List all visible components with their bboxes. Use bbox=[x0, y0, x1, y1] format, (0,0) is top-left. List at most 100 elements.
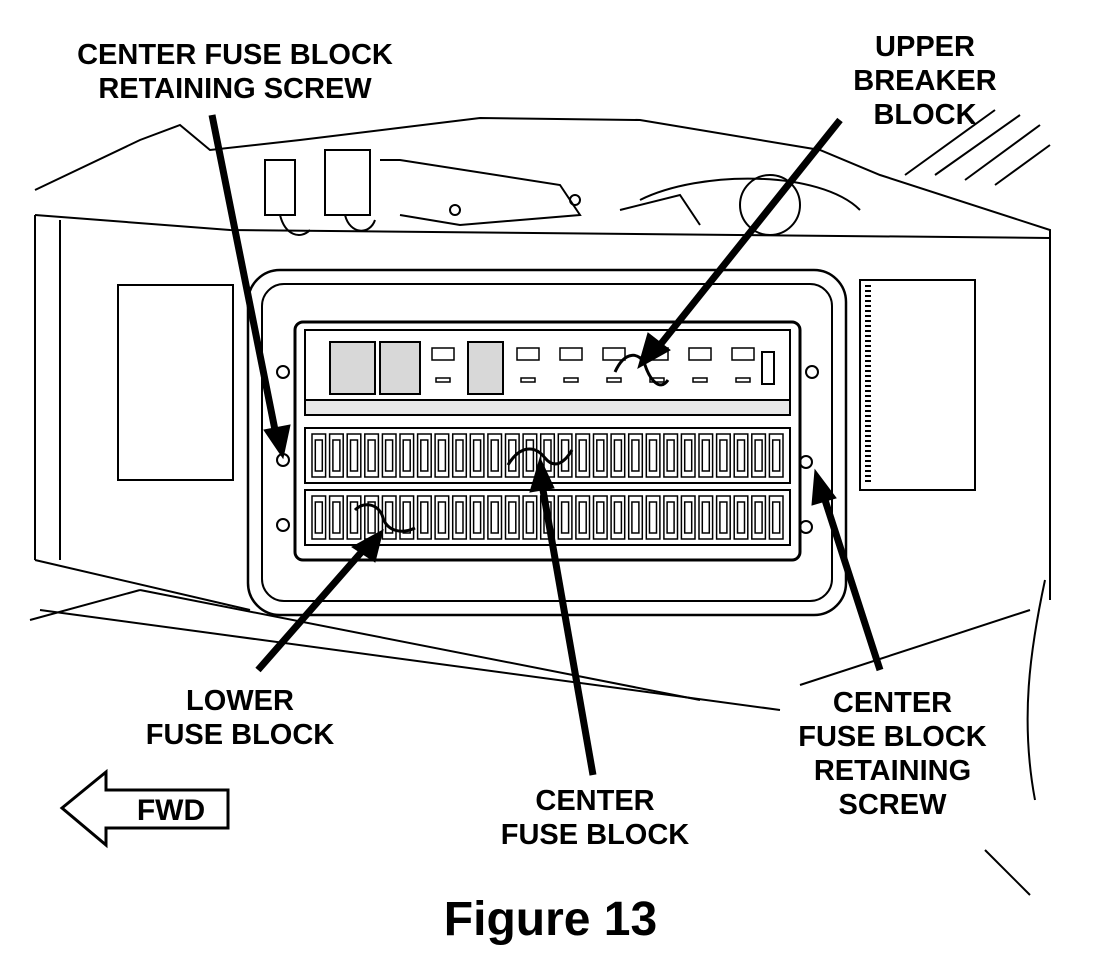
leader-lower-fuse bbox=[255, 545, 368, 673]
callout-line: UPPER bbox=[875, 31, 975, 63]
center-fuse-slot bbox=[522, 433, 538, 478]
center-fuse-slot-terminal bbox=[683, 439, 693, 472]
center-fuse-slot bbox=[381, 433, 397, 478]
lower-fuse-slot-terminal bbox=[701, 501, 711, 534]
screw-icon bbox=[276, 518, 290, 532]
leader-center-screw-right bbox=[821, 498, 884, 672]
callout-line: SCREW bbox=[838, 789, 947, 821]
lower-fuse-slot-terminal bbox=[332, 501, 341, 534]
callout-center-screw-right: CENTER FUSE BLOCK RETAINING SCREW bbox=[780, 686, 1005, 822]
lower-fuse-slot bbox=[557, 495, 573, 540]
callout-line: CENTER bbox=[535, 785, 655, 817]
center-fuse-slot-terminal bbox=[754, 439, 763, 472]
callout-line: BLOCK bbox=[873, 99, 977, 131]
callout-line: CENTER bbox=[832, 687, 953, 719]
lower-fuse-slot-terminal bbox=[367, 501, 376, 534]
center-fuse-block bbox=[304, 427, 791, 484]
lower-fuse-slot bbox=[346, 495, 362, 540]
callout-line: FUSE BLOCK bbox=[500, 819, 690, 851]
center-fuse-slot bbox=[575, 433, 591, 478]
center-fuse-slot-terminal bbox=[736, 439, 746, 472]
leader-center-screw-left bbox=[208, 114, 280, 436]
lower-fuse-slot bbox=[592, 495, 608, 540]
lower-fuse-slot bbox=[311, 495, 327, 540]
center-fuse-slot-terminal bbox=[490, 439, 499, 472]
center-fuse-slot-terminal bbox=[332, 439, 341, 472]
center-fuse-slot bbox=[469, 433, 485, 478]
callout-center-fuse-block: CENTER FUSE BLOCK bbox=[480, 784, 710, 852]
dash-panel-housing bbox=[29, 109, 1051, 896]
lower-fuse-slot bbox=[328, 495, 344, 540]
lower-fuse-slot-terminal bbox=[402, 501, 411, 534]
center-fuse-slot-terminal bbox=[701, 439, 711, 472]
center-fuse-slot-terminal bbox=[525, 439, 535, 472]
screw-icon bbox=[799, 455, 813, 469]
center-fuse-slot bbox=[592, 433, 608, 478]
lower-fuse-slot bbox=[575, 495, 591, 540]
lower-fuse-slot-terminal bbox=[314, 501, 324, 534]
center-fuse-slot-terminal bbox=[437, 439, 447, 472]
lower-fuse-slot-terminal bbox=[455, 501, 464, 534]
center-fuse-slot-terminal bbox=[648, 439, 658, 472]
callout-line: CENTER FUSE BLOCK bbox=[77, 39, 393, 71]
figure-caption: Figure 13 bbox=[443, 893, 658, 946]
center-fuse-slot-terminal bbox=[455, 439, 464, 472]
lower-fuse-slot-terminal bbox=[349, 501, 359, 534]
center-fuse-slot-terminal bbox=[384, 439, 394, 472]
callout-line: FUSE BLOCK bbox=[145, 719, 335, 751]
center-fuse-slot bbox=[364, 433, 380, 478]
arrowhead-icon bbox=[263, 424, 291, 460]
lower-fuse-slot-terminal bbox=[560, 501, 570, 534]
callout-line: RETAINING bbox=[813, 755, 972, 787]
lower-fuse-slot bbox=[504, 495, 520, 540]
center-fuse-slot-terminal bbox=[631, 439, 640, 472]
center-fuse-slot bbox=[733, 433, 749, 478]
center-fuse-slot-terminal bbox=[613, 439, 623, 472]
lower-fuse-slot bbox=[451, 495, 468, 540]
center-fuse-slot bbox=[311, 433, 327, 478]
center-fuse-slot bbox=[751, 433, 767, 478]
upper-breaker-block bbox=[304, 329, 791, 416]
lower-fuse-slot bbox=[751, 495, 767, 540]
lower-fuse-slot bbox=[487, 495, 503, 540]
arrowhead-icon bbox=[637, 332, 671, 370]
lower-fuse-slot-terminal bbox=[508, 501, 517, 534]
center-fuse-slot-terminal bbox=[367, 439, 376, 472]
lower-fuse-slot-terminal bbox=[437, 501, 447, 534]
center-fuse-slot bbox=[346, 433, 362, 478]
center-fuse-slot bbox=[627, 433, 644, 478]
lower-fuse-slot bbox=[733, 495, 749, 540]
breaker-wave-mark bbox=[613, 353, 670, 387]
leader-upper-breaker bbox=[657, 117, 843, 348]
lower-fuse-slot bbox=[680, 495, 696, 540]
center-fuse-slot bbox=[416, 433, 432, 478]
center-fuse-slot-terminal bbox=[771, 439, 781, 472]
callout-line: LOWER bbox=[186, 685, 294, 717]
leader-center-fuse bbox=[539, 489, 597, 776]
center-fuse-slot bbox=[645, 433, 661, 478]
lower-fuse-slot bbox=[399, 495, 415, 540]
center-fuse-slot bbox=[610, 433, 626, 478]
lower-fuse-slot-terminal bbox=[596, 501, 605, 534]
center-fuse-slot-terminal bbox=[578, 439, 587, 472]
lower-fuse-slot-terminal bbox=[420, 501, 429, 534]
center-fuse-slot-terminal bbox=[719, 439, 728, 472]
fwd-label: FWD bbox=[136, 794, 206, 827]
left-arrow-icon bbox=[59, 768, 230, 849]
callout-lower-fuse-block: LOWER FUSE BLOCK bbox=[120, 684, 360, 752]
center-fuse-slot-terminal bbox=[666, 439, 675, 472]
lower-fuse-slot-terminal bbox=[648, 501, 658, 534]
center-fuse-slot-terminal bbox=[472, 439, 482, 472]
lower-fuse-slot bbox=[610, 495, 626, 540]
center-fuse-slot bbox=[698, 433, 714, 478]
screw-icon bbox=[805, 365, 819, 379]
screw-icon bbox=[276, 365, 290, 379]
callout-line: BREAKER bbox=[853, 65, 997, 97]
screw-icon bbox=[799, 520, 813, 534]
lower-fuse-slot-terminal bbox=[736, 501, 746, 534]
center-fuse-slot-terminal bbox=[596, 439, 605, 472]
leader-lines bbox=[208, 114, 884, 776]
lower-fuse-slot bbox=[715, 495, 731, 540]
lower-fuse-slot-terminal bbox=[490, 501, 499, 534]
